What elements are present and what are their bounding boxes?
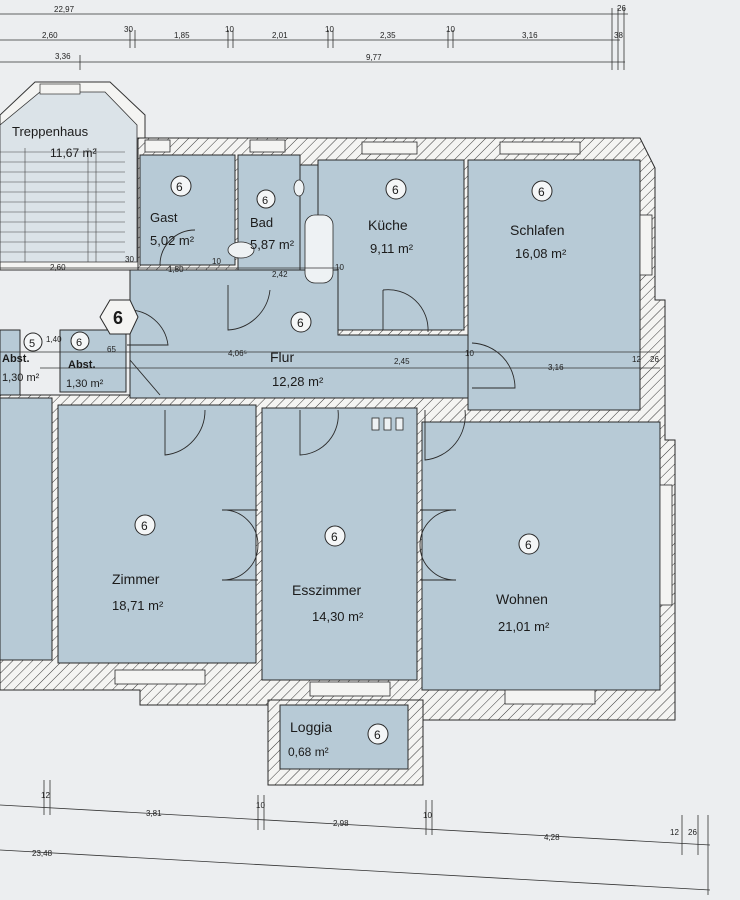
dim-top2-8: 3,16	[522, 31, 538, 40]
room-area-abst-1: 1,30 m²	[2, 372, 40, 384]
room-name-loggia: Loggia	[290, 719, 332, 735]
room-area-flur: 12,28 m²	[272, 374, 324, 389]
room-area-wohnen: 21,01 m²	[498, 619, 550, 634]
room-name-bad: Bad	[250, 215, 273, 230]
dim-bottom-0: 12	[41, 791, 50, 800]
room-wohnen	[421, 421, 661, 691]
dim-top2-4: 2,01	[272, 31, 288, 40]
dim-top2-1: 30	[124, 25, 133, 34]
dim-bottom-2: 10	[256, 801, 265, 810]
marker-flur: 6	[297, 316, 304, 330]
room-abst-1	[0, 329, 21, 396]
dim-inner-3: 10	[212, 257, 221, 266]
marker-bad: 6	[262, 195, 268, 207]
dim-bottom-6: 12	[670, 828, 679, 837]
marker-wohnen: 6	[525, 538, 532, 552]
dim-top2-5: 10	[325, 25, 334, 34]
dim-inner-7: 65	[107, 345, 116, 354]
marker-loggia: 6	[374, 728, 381, 742]
dim-bottom-5: 4,28	[544, 833, 560, 842]
room-bad	[237, 154, 301, 286]
room-loggia	[279, 704, 409, 770]
bottom-dimension-lines	[0, 780, 711, 895]
top-dimension-lines	[0, 8, 628, 70]
room-name-abst-1: Abst.	[2, 353, 30, 365]
dim-inner-12: 12	[632, 355, 641, 364]
dim-total-top: 22,97	[54, 5, 75, 14]
room-area-treppenhaus: 11,67 m²	[50, 146, 96, 160]
marker-zimmer: 6	[141, 519, 148, 533]
marker-abst-2: 6	[76, 337, 82, 349]
dim-inner-9: 2,45	[394, 357, 410, 366]
dim-total-bottom: 23,48	[32, 849, 53, 858]
dim-inner-5: 10	[335, 263, 344, 272]
room-left-partial	[0, 397, 53, 661]
dim-top2-0: 2,60	[42, 31, 58, 40]
room-area-gast: 5,02 m²	[150, 233, 195, 248]
room-schlafen	[467, 159, 641, 411]
dim-bottom-7: 26	[688, 828, 697, 837]
dim-inner-6: 1,40	[46, 335, 62, 344]
dim-top2-6: 2,35	[380, 31, 396, 40]
dim-inner-8: 4,06⁵	[228, 349, 247, 358]
dim-top3-1: 9,77	[366, 53, 382, 62]
room-name-kueche: Küche	[368, 217, 408, 233]
room-flur	[129, 269, 469, 399]
dim-bottom-4: 10	[423, 811, 432, 820]
dim-top3-0: 3,36	[55, 52, 71, 61]
room-area-kueche: 9,11 m²	[370, 241, 414, 256]
room-zimmer	[57, 404, 257, 664]
marker-kueche: 6	[392, 183, 399, 197]
room-gast	[139, 154, 236, 266]
room-name-schlafen: Schlafen	[510, 222, 564, 238]
stairwell	[0, 81, 146, 271]
dim-inner-0: 2,60	[50, 263, 66, 272]
dim-bottom-1: 3,81	[146, 809, 162, 818]
room-name-abst-2: Abst.	[68, 359, 96, 371]
bath-fixtures	[227, 179, 404, 431]
inner-dimension-lines	[0, 267, 660, 369]
room-area-zimmer: 18,71 m²	[112, 598, 164, 613]
room-name-esszimmer: Esszimmer	[292, 582, 362, 598]
dim-top2-3: 10	[225, 25, 234, 34]
room-name-gast: Gast	[150, 210, 178, 225]
dim-inner-4: 2,42	[272, 270, 288, 279]
room-area-abst-2: 1,30 m²	[66, 378, 104, 390]
dim-bottom-3: 2,98	[333, 819, 349, 828]
marker-esszimmer: 6	[331, 530, 338, 544]
dim-inner-10: 10	[465, 349, 474, 358]
room-name-flur: Flur	[270, 349, 294, 365]
dim-inner-1: 30	[125, 255, 134, 264]
dim-top2-7: 10	[446, 25, 455, 34]
room-area-bad: 5,87 m²	[250, 237, 295, 252]
door-swings	[126, 229, 516, 581]
stair-marker: 6	[113, 308, 123, 328]
room-area-esszimmer: 14,30 m²	[312, 609, 364, 624]
dim-inner-13: 26	[650, 355, 659, 364]
room-area-schlafen: 16,08 m²	[515, 246, 567, 261]
room-area-loggia: 0,68 m²	[288, 745, 329, 759]
dim-inner-11: 3,16	[548, 363, 564, 372]
windows	[114, 139, 673, 705]
dim-top-end: 26	[617, 4, 626, 13]
dim-inner-2: 1,50	[168, 265, 184, 274]
stair-landing	[99, 299, 139, 335]
room-name-wohnen: Wohnen	[496, 591, 548, 607]
room-markers	[23, 175, 553, 745]
marker-abst-1: 5	[29, 338, 35, 350]
room-name-zimmer: Zimmer	[112, 571, 160, 587]
dim-top2-2: 1,85	[174, 31, 190, 40]
room-name-treppenhaus: Treppenhaus	[12, 124, 89, 139]
marker-gast: 6	[176, 180, 183, 194]
dim-top2-9: 38	[614, 31, 623, 40]
marker-schlafen: 6	[538, 185, 545, 199]
